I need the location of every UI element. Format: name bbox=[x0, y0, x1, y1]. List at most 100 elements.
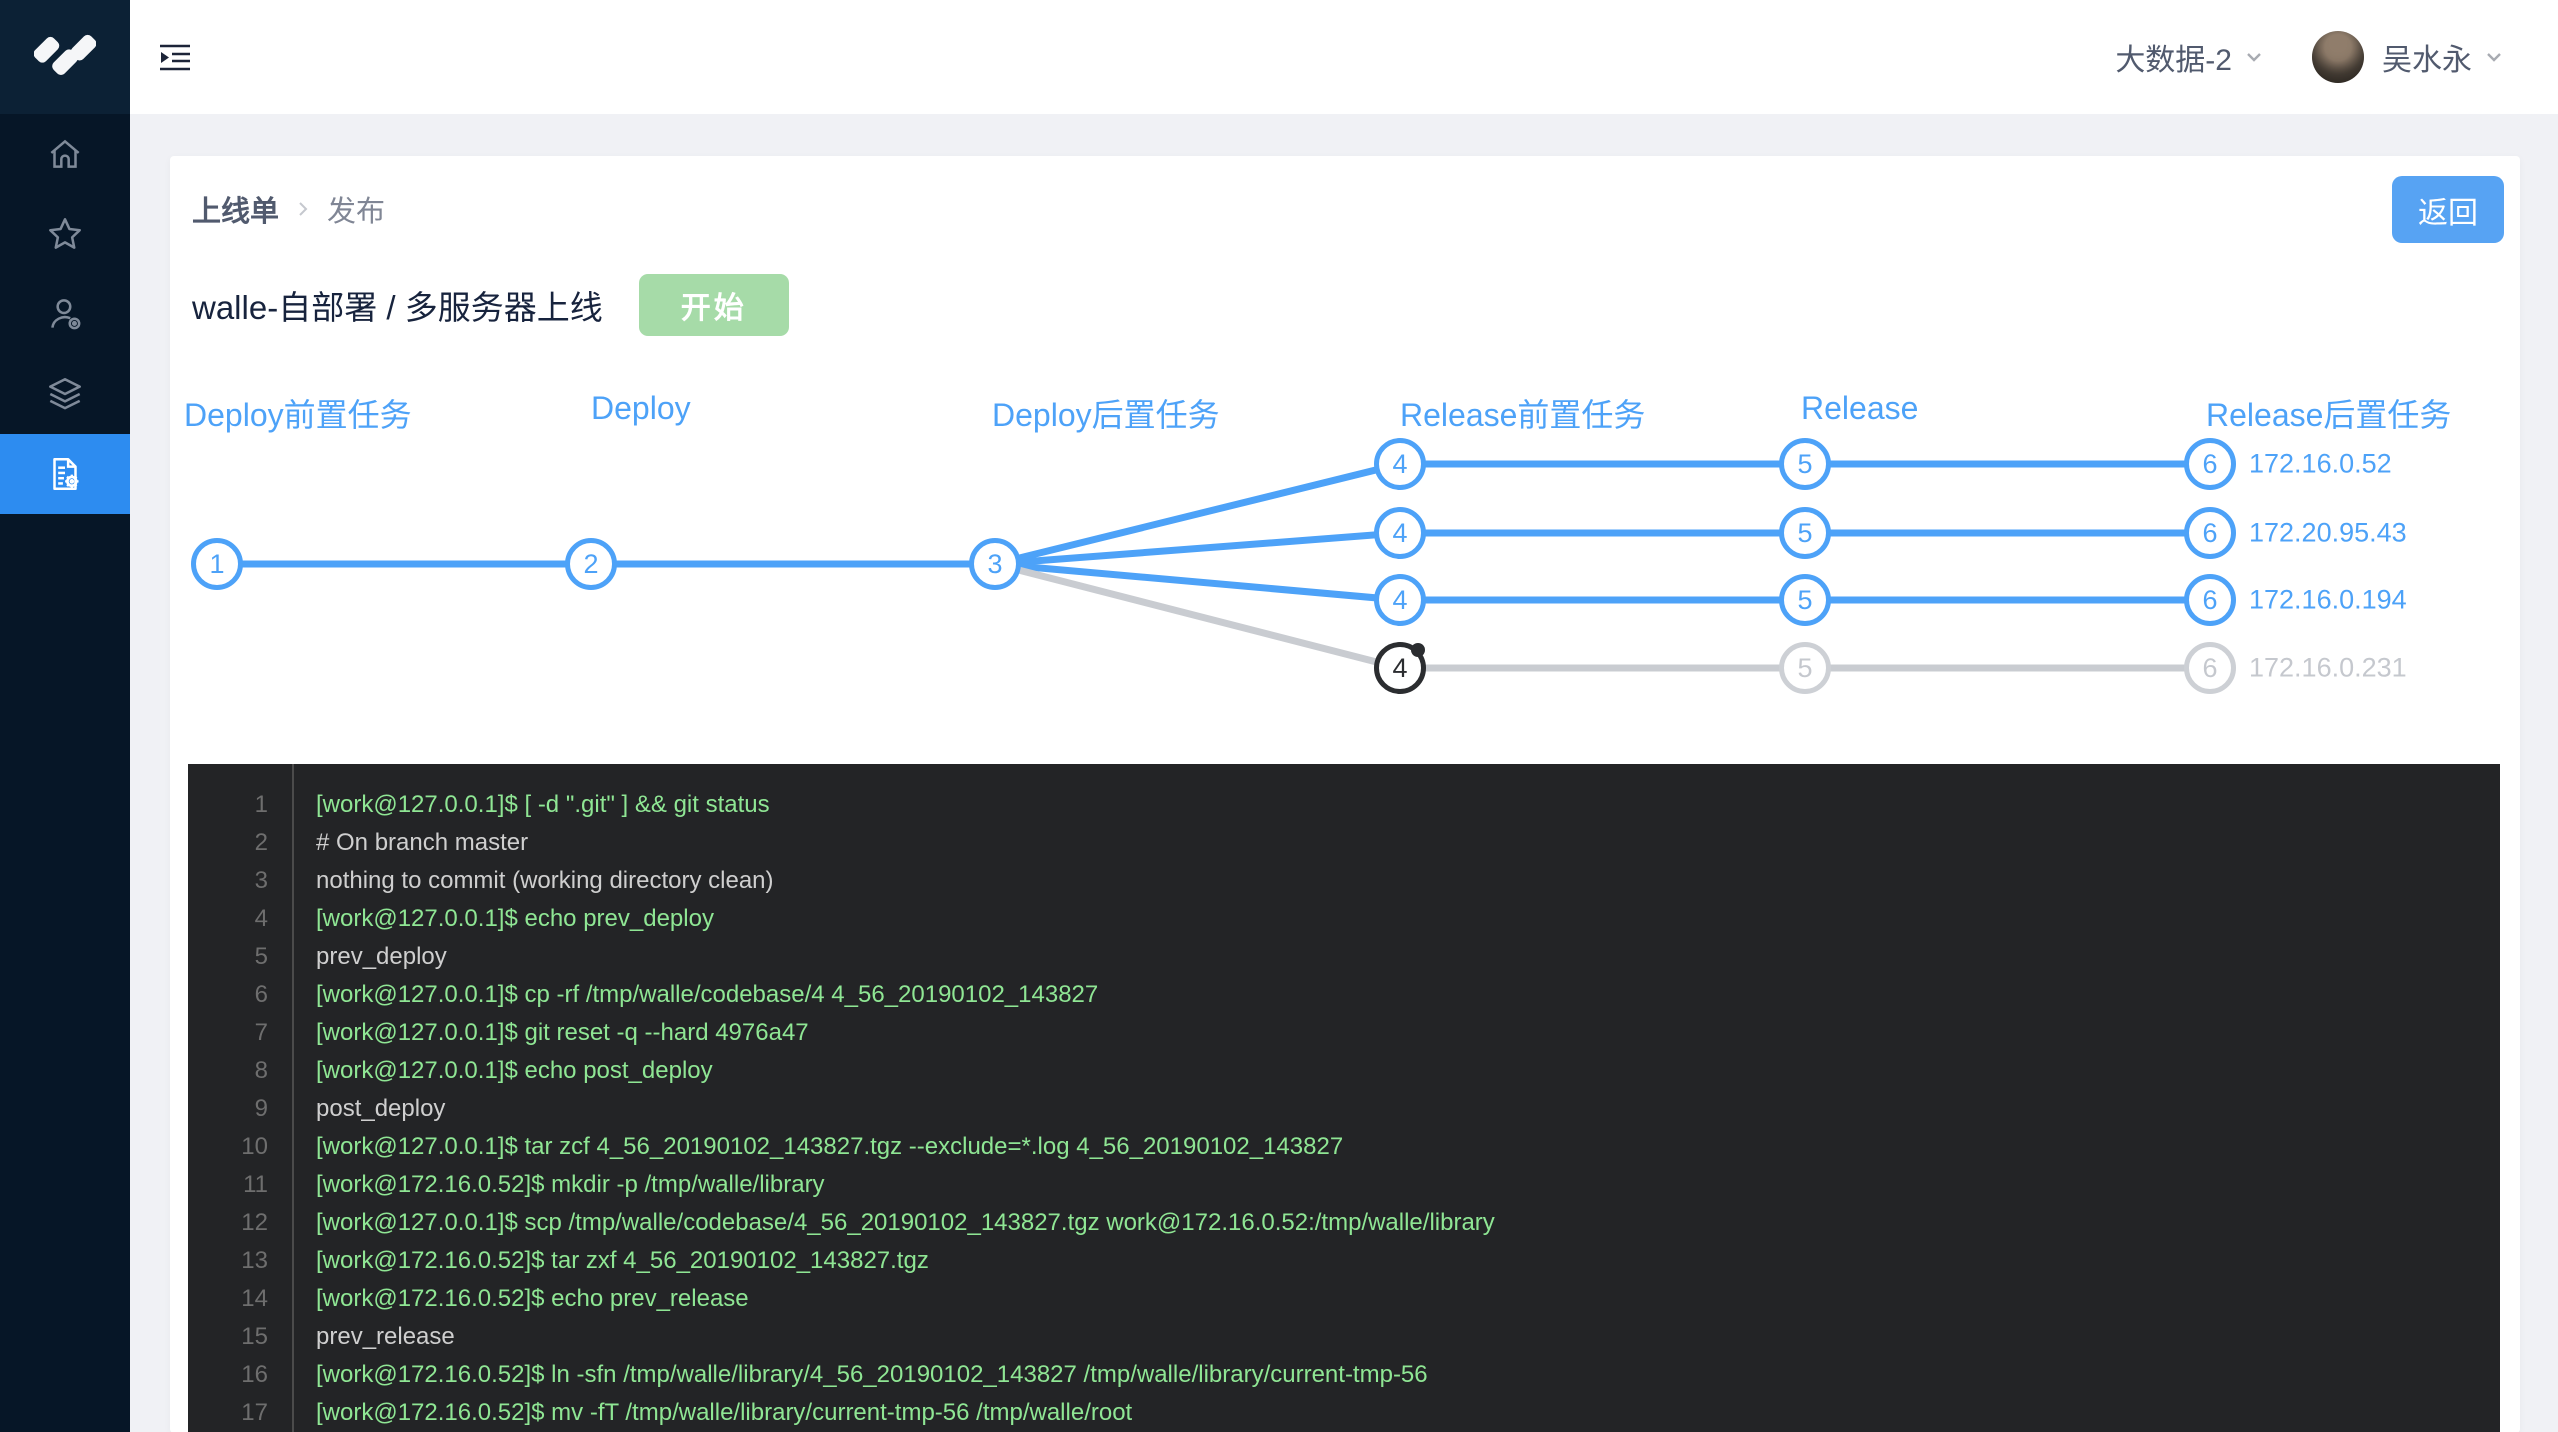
chevron-right-icon bbox=[293, 199, 313, 219]
console-lines: 1 [work@127.0.0.1]$ [ -d ".git" ] && git … bbox=[188, 786, 2500, 1432]
page-title: walle-自部署 / 多服务器上线 bbox=[192, 289, 603, 326]
stage-label-post-release: Release后置任务 bbox=[2206, 397, 2452, 433]
pipeline-node-5-host-1[interactable]: 5 bbox=[1779, 438, 1831, 490]
stage-label-pre-deploy: Deploy前置任务 bbox=[184, 397, 412, 433]
sidebar-item-projects[interactable] bbox=[0, 354, 130, 434]
line-number: 6 bbox=[254, 981, 268, 1008]
workspace-dropdown[interactable]: 大数据-2 bbox=[2115, 35, 2266, 79]
console-command: [work@127.0.0.1]$ scp /tmp/walle/codebas… bbox=[316, 1209, 1495, 1236]
menu-unfold-icon bbox=[160, 44, 190, 71]
title-row: walle-自部署 / 多服务器上线 开始 bbox=[192, 274, 789, 336]
stage-label-deploy: Deploy bbox=[591, 390, 691, 426]
page-content: 上线单 发布 返回 walle-自部署 / 多服务器上线 开始 Deploy前置… bbox=[130, 114, 2558, 1432]
console-line: 1 [work@127.0.0.1]$ [ -d ".git" ] && git … bbox=[188, 786, 2500, 824]
user-dropdown[interactable]: 吴水永 bbox=[2382, 35, 2506, 79]
console-command: [work@172.16.0.52]$ tar zxf 4_56_2019010… bbox=[316, 1247, 929, 1274]
console-line: 17 [work@172.16.0.52]$ mv -fT /tmp/walle/… bbox=[188, 1394, 2500, 1432]
pipeline-node-6-host-4[interactable]: 6 bbox=[2184, 642, 2236, 694]
console-command: [work@127.0.0.1]$ git reset -q --hard 49… bbox=[316, 1019, 809, 1046]
topbar-right: 大数据-2 吴水永 bbox=[2115, 31, 2506, 83]
pipeline-node-6-host-1[interactable]: 6 bbox=[2184, 438, 2236, 490]
line-number: 5 bbox=[254, 943, 268, 970]
breadcrumb-release: 发布 bbox=[327, 196, 386, 228]
start-button[interactable]: 开始 bbox=[638, 274, 789, 336]
host-ip-label: 172.16.0.231 bbox=[2249, 652, 2407, 683]
home-icon bbox=[50, 139, 80, 168]
line-number: 8 bbox=[254, 1057, 268, 1084]
pipeline-node-6-host-2[interactable]: 6 bbox=[2184, 507, 2236, 559]
workspace-name: 大数据-2 bbox=[2115, 44, 2232, 77]
sidebar-item-members[interactable] bbox=[0, 274, 130, 354]
chevron-down-icon bbox=[2242, 45, 2266, 69]
sidebar-collapse-button[interactable] bbox=[155, 37, 195, 77]
console-command: [work@127.0.0.1]$ cp -rf /tmp/walle/code… bbox=[316, 981, 1099, 1008]
line-number: 12 bbox=[241, 1209, 268, 1236]
pipeline-node-5-host-4[interactable]: 5 bbox=[1779, 642, 1831, 694]
line-number: 3 bbox=[254, 867, 268, 894]
console-output: prev_deploy bbox=[316, 943, 447, 970]
console-output: nothing to commit (working directory cle… bbox=[316, 867, 774, 894]
console-command: [work@172.16.0.52]$ mv -fT /tmp/walle/li… bbox=[316, 1399, 1133, 1426]
console-line: 13 [work@172.16.0.52]$ tar zxf 4_56_20190… bbox=[188, 1242, 2500, 1280]
host-ip-label: 172.20.95.43 bbox=[2249, 517, 2407, 548]
console-line: 9 post_deploy bbox=[188, 1090, 2500, 1128]
console-command: [work@172.16.0.52]$ mkdir -p /tmp/walle/… bbox=[316, 1171, 825, 1198]
pipeline-connectors bbox=[217, 460, 2210, 672]
console-command: [work@172.16.0.52]$ echo prev_release bbox=[316, 1285, 749, 1312]
chevron-down-icon bbox=[2482, 45, 2506, 69]
user-settings-icon bbox=[51, 299, 81, 330]
topbar: 大数据-2 吴水永 bbox=[130, 0, 2558, 114]
console-line: 5 prev_deploy bbox=[188, 938, 2500, 976]
console-output: # On branch master bbox=[316, 829, 529, 856]
host-ip-label: 172.16.0.52 bbox=[2249, 448, 2392, 479]
sidebar bbox=[0, 0, 130, 1432]
console-line: 2 # On branch master bbox=[188, 824, 2500, 862]
console-line: 11 [work@172.16.0.52]$ mkdir -p /tmp/wall… bbox=[188, 1166, 2500, 1204]
sidebar-item-deployments[interactable] bbox=[0, 434, 130, 514]
line-number: 4 bbox=[254, 905, 268, 932]
breadcrumb-deploy-list[interactable]: 上线单 bbox=[192, 196, 280, 228]
console-command: [work@172.16.0.52]$ ln -sfn /tmp/walle/l… bbox=[316, 1361, 1428, 1388]
pipeline-node-4-host-1[interactable]: 4 bbox=[1374, 438, 1426, 490]
line-number: 2 bbox=[254, 829, 268, 856]
deploy-pipeline: Deploy前置任务 Deploy Deploy后置任务 Release前置任务… bbox=[170, 156, 2520, 731]
pipeline-node-3[interactable]: 3 bbox=[969, 538, 1021, 590]
pipeline-node-4-host-3[interactable]: 4 bbox=[1374, 574, 1426, 626]
line-number: 13 bbox=[241, 1247, 268, 1274]
line-number: 1 bbox=[254, 791, 268, 818]
deploy-card: 上线单 发布 返回 walle-自部署 / 多服务器上线 开始 Deploy前置… bbox=[170, 156, 2520, 1432]
pipeline-node-4-host-4[interactable]: 4 bbox=[1374, 642, 1426, 694]
console-output: post_deploy bbox=[316, 1095, 446, 1122]
console-command: [work@127.0.0.1]$ [ -d ".git" ] && git s… bbox=[316, 791, 770, 818]
line-number: 9 bbox=[254, 1095, 268, 1122]
back-button[interactable]: 返回 bbox=[2392, 176, 2504, 243]
console-line: 7[work@127.0.0.1]$ git reset -q --hard 4… bbox=[188, 1014, 2500, 1052]
pipeline-node-2[interactable]: 2 bbox=[565, 538, 617, 590]
pipeline-node-5-host-2[interactable]: 5 bbox=[1779, 507, 1831, 559]
pipeline-node-6-host-3[interactable]: 6 bbox=[2184, 574, 2236, 626]
console-command: [work@127.0.0.1]$ tar zcf 4_56_20190102_… bbox=[316, 1133, 1344, 1160]
console-line: 14[work@172.16.0.52]$ echo prev_release bbox=[188, 1280, 2500, 1318]
pipeline-node-4-host-2[interactable]: 4 bbox=[1374, 507, 1426, 559]
main-area: 大数据-2 吴水永 上线单 bbox=[130, 0, 2558, 1432]
user-avatar[interactable] bbox=[2312, 31, 2364, 83]
console-output: prev_release bbox=[316, 1323, 455, 1350]
console-line: 3 nothing to commit (working directory cl… bbox=[188, 862, 2500, 900]
console-line: 8[work@127.0.0.1]$ echo post_deploy bbox=[188, 1052, 2500, 1090]
pipeline-node-1[interactable]: 1 bbox=[191, 538, 243, 590]
walle-logo[interactable] bbox=[0, 0, 130, 114]
deploy-console[interactable]: 1 [work@127.0.0.1]$ [ -d ".git" ] && git … bbox=[188, 764, 2500, 1432]
console-line: 6 [work@127.0.0.1]$ cp -rf /tmp/walle/cod… bbox=[188, 976, 2500, 1014]
line-number: 16 bbox=[241, 1361, 268, 1388]
star-icon bbox=[49, 218, 81, 249]
line-number: 17 bbox=[241, 1399, 268, 1426]
console-line: 10 [work@127.0.0.1]$ tar zcf 4_56_2019010… bbox=[188, 1128, 2500, 1166]
line-number: 10 bbox=[241, 1133, 268, 1160]
stage-label-release: Release bbox=[1801, 390, 1919, 426]
line-number: 11 bbox=[243, 1171, 268, 1198]
sidebar-item-favorites[interactable] bbox=[0, 194, 130, 274]
sidebar-item-home[interactable] bbox=[0, 114, 130, 194]
pipeline-node-5-host-3[interactable]: 5 bbox=[1779, 574, 1831, 626]
console-line: 16 [work@172.16.0.52]$ ln -sfn /tmp/walle… bbox=[188, 1356, 2500, 1394]
